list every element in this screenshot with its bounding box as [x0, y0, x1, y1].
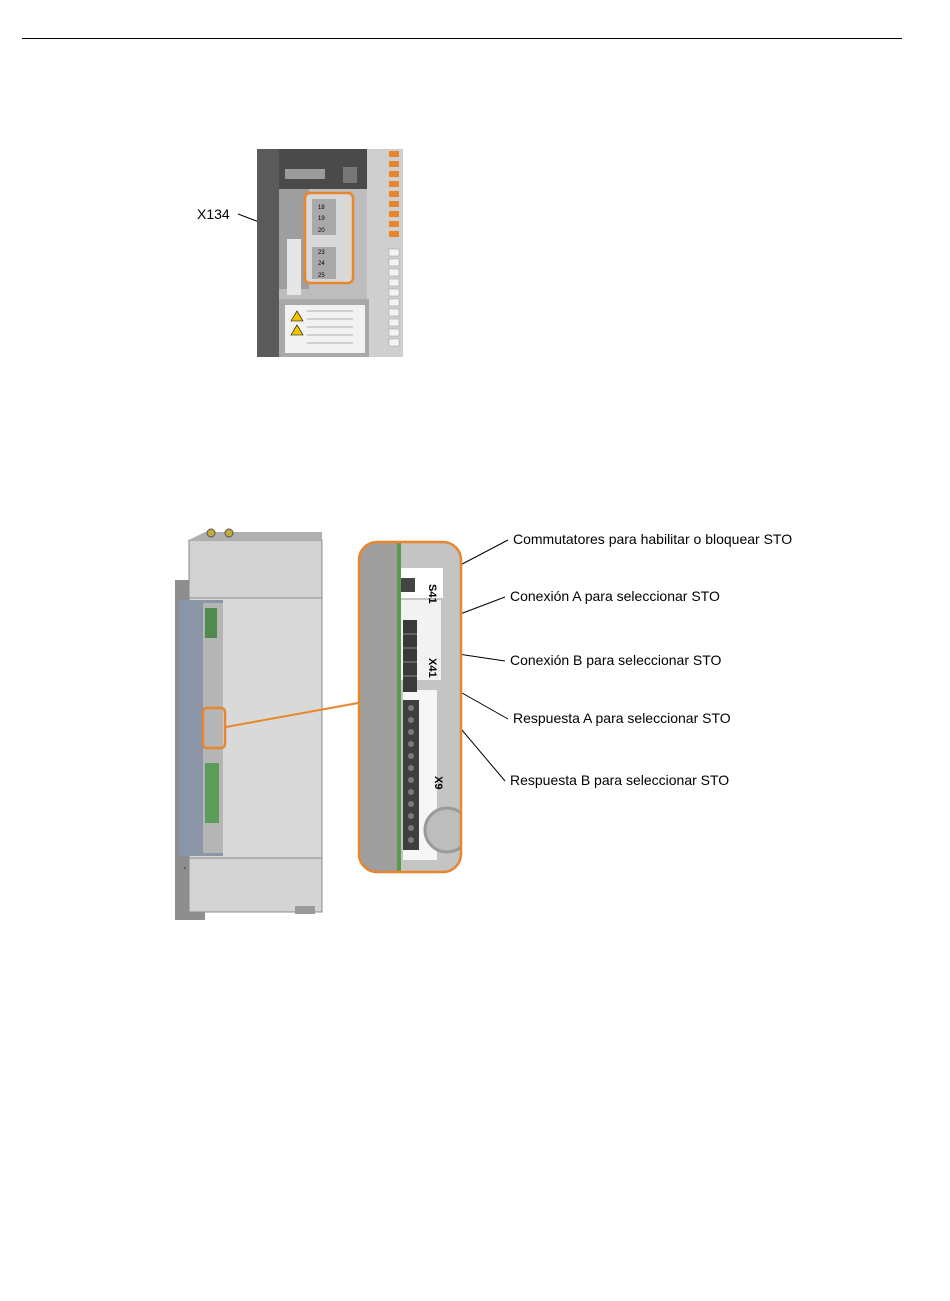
callout-sto-switches: Commutatores para habilitar o bloquear S… [513, 531, 792, 547]
sto-zoom-detail: S41 X41 X9 [357, 540, 463, 874]
terminal-23: 23 [318, 250, 325, 256]
x41-label: X41 [426, 658, 438, 678]
control-unit-image: 18 19 20 23 24 25 [257, 149, 403, 357]
drive-unit-image [175, 528, 325, 920]
terminal-18: 18 [318, 205, 325, 211]
header-rule [22, 38, 902, 39]
terminal-24: 24 [318, 261, 325, 267]
callout-connection-b: Conexión B para seleccionar STO [510, 652, 721, 668]
terminal-19: 19 [318, 216, 325, 222]
callout-response-a: Respuesta A para seleccionar STO [513, 710, 731, 726]
terminal-20: 20 [318, 228, 325, 234]
s41-label: S41 [426, 584, 438, 604]
callout-response-b: Respuesta B para seleccionar STO [510, 772, 729, 788]
callout-connection-a: Conexión A para seleccionar STO [510, 588, 720, 604]
x134-terminal-block: 18 19 20 23 24 25 [305, 193, 353, 283]
x9-label: X9 [432, 776, 444, 789]
terminal-25: 25 [318, 273, 325, 279]
x134-label: X134 [197, 206, 230, 222]
